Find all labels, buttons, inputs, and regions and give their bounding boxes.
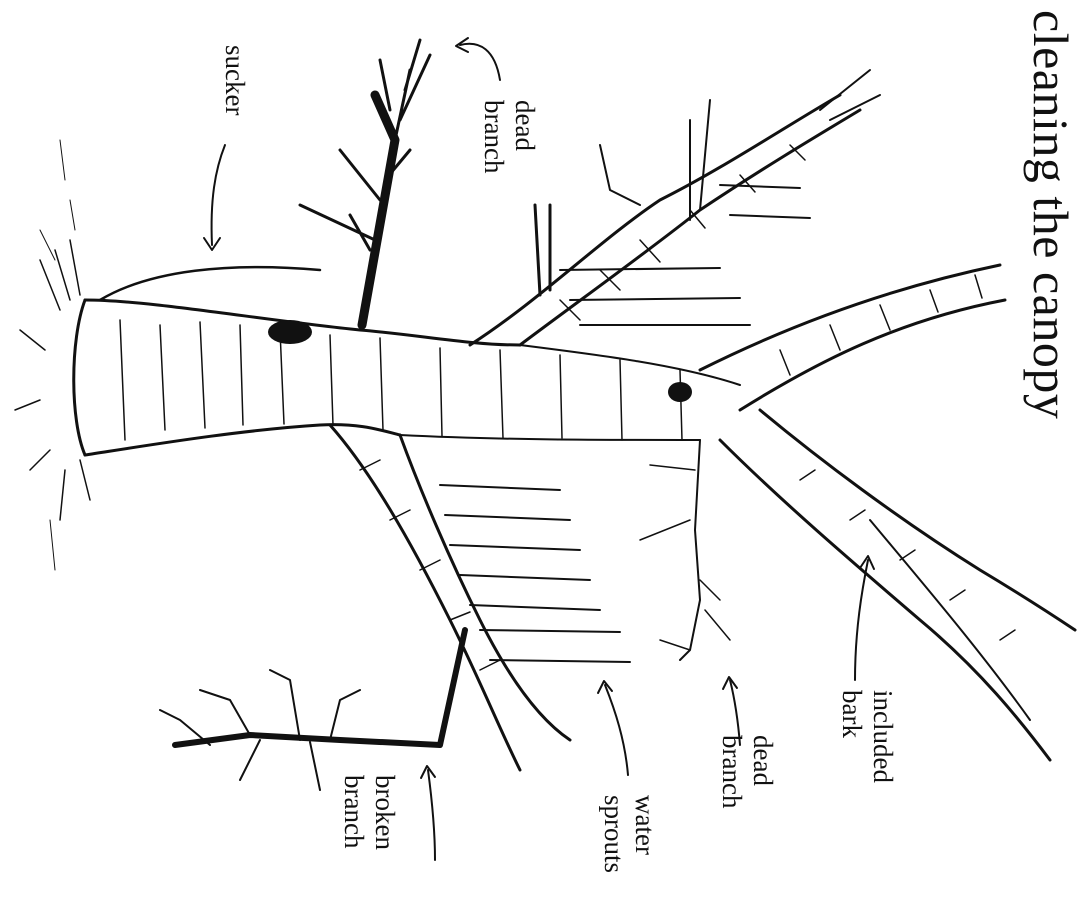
dead-branch-bottom [640,440,730,660]
label-water-sprouts: water sprouts [598,795,660,873]
diagram-title: cleaning the canopy [1022,10,1080,419]
label-included-bark: included bark [836,690,898,783]
right-branch [668,265,1005,410]
label-dead-branch-bottom: dead branch [716,735,778,808]
label-sucker: sucker [219,45,250,115]
lower-branch [330,425,570,770]
label-dead-branch-top: dead branch [478,100,540,173]
dead-branch-top [268,40,430,344]
trunk [74,300,740,455]
sucker [15,140,320,570]
broken-branch [160,630,465,790]
label-broken-branch: broken branch [338,775,400,850]
water-sprouts [440,185,810,662]
